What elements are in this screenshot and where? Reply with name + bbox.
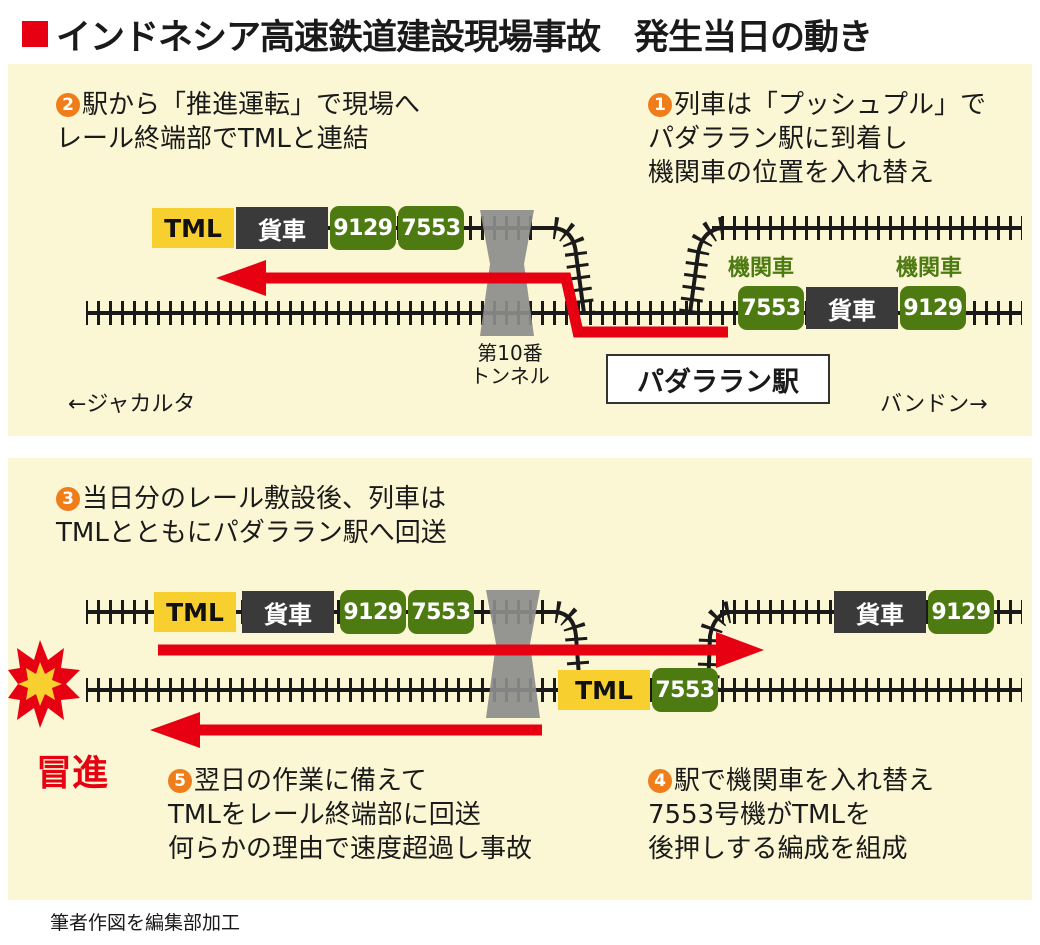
locomotive-9129: 9129: [900, 286, 966, 330]
explosion-core-icon: [18, 662, 62, 706]
step-number-2: 2: [56, 93, 80, 117]
main-track: [86, 678, 1022, 702]
note-step4-line1: 駅で機関車を入れ替え: [674, 766, 935, 796]
tml-car: TML: [558, 670, 650, 710]
locomotive-label: 機関車: [728, 256, 795, 281]
note-step2-line2: レール終端部でTMLと連結: [56, 124, 369, 154]
note-step1-line3: 機関車の位置を入れ替え: [648, 158, 935, 188]
movement-arrow-2: [216, 260, 728, 338]
note-step3-line2: TMLとともにパダララン駅へ回送: [56, 518, 447, 548]
locomotive-9129: 9129: [928, 590, 994, 634]
tunnel-label-line2: トンネル: [470, 364, 550, 388]
step-number-5: 5: [168, 769, 192, 793]
note-step5-line3: 何らかの理由で速度超過し事故: [168, 834, 533, 864]
step-number-3: 3: [56, 487, 80, 511]
station-sign: パダララン駅: [606, 354, 830, 404]
direction-jakarta: ←ジャカルタ: [68, 392, 196, 417]
freight-car: 貨車: [806, 287, 898, 329]
freight-car: 貨車: [236, 207, 328, 249]
note-step2-line1: 駅から「推進運転」で現場へ: [82, 90, 421, 120]
title-text: インドネシア高速鉄道建設現場事故 発生当日の動き: [56, 17, 873, 58]
locomotive-7553: 7553: [398, 206, 464, 250]
note-step1-line2: パダララン駅に到着し: [648, 124, 909, 154]
locomotive-9129: 9129: [340, 590, 406, 634]
freight-car: 貨車: [242, 591, 334, 633]
tunnel-label-line1: 第10番: [477, 341, 543, 365]
note-step5-line1: 翌日の作業に備えて: [194, 766, 427, 796]
siding-right: [679, 216, 1022, 315]
locomotive-9129: 9129: [330, 206, 396, 250]
page-title: インドネシア高速鉄道建設現場事故 発生当日の動き: [22, 8, 873, 60]
direction-bandung: バンドン→: [880, 392, 988, 417]
note-step1-line1: 列車は「プッシュプル」で: [674, 90, 987, 120]
movement-arrow-5: [150, 712, 542, 748]
step-number-1: 1: [648, 93, 672, 117]
step-number-4: 4: [648, 769, 672, 793]
movement-arrow-3: [158, 632, 764, 668]
tml-car: TML: [154, 592, 236, 632]
freight-car: 貨車: [834, 591, 926, 633]
credit-line: 筆者作図を編集部加工: [50, 912, 241, 934]
locomotive-7553: 7553: [652, 668, 718, 712]
locomotive-label: 機関車: [896, 256, 963, 281]
note-step4-line2: 7553号機がTMLを: [648, 800, 871, 830]
locomotive-7553: 7553: [408, 590, 474, 634]
note-step4-line3: 後押しする編成を組成: [648, 834, 908, 864]
tunnel-label: 第10番 トンネル: [462, 342, 558, 388]
overrun-label: 冒進: [36, 753, 109, 794]
locomotive-7553: 7553: [738, 286, 804, 330]
tml-car: TML: [152, 208, 234, 248]
title-red-square: [22, 21, 48, 47]
note-step5-line2: TMLをレール終端部に回送: [168, 800, 481, 830]
note-step3-line1: 当日分のレール敷設後、列車は: [82, 484, 447, 514]
